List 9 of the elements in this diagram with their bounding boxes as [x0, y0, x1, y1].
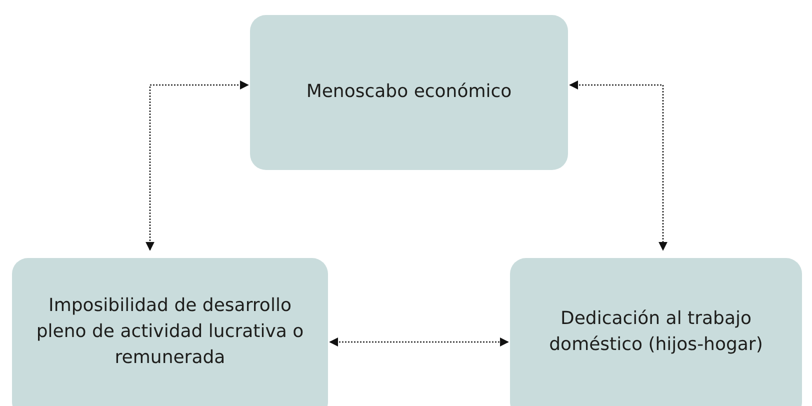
node-label: Dedicación al trabajo doméstico (hijos-hogar) — [548, 306, 764, 357]
node-label: Menoscabo económico — [306, 80, 512, 104]
dotted-arrow — [329, 338, 509, 346]
node-label: Imposibilidad de desarrollo pleno de actividad lucrativa o remunerada — [35, 294, 305, 370]
dotted-arrow — [569, 80, 668, 251]
concept-box — [510, 258, 802, 406]
dotted-arrow — [146, 80, 249, 251]
concept-box — [250, 15, 568, 170]
concept-box — [12, 258, 328, 406]
